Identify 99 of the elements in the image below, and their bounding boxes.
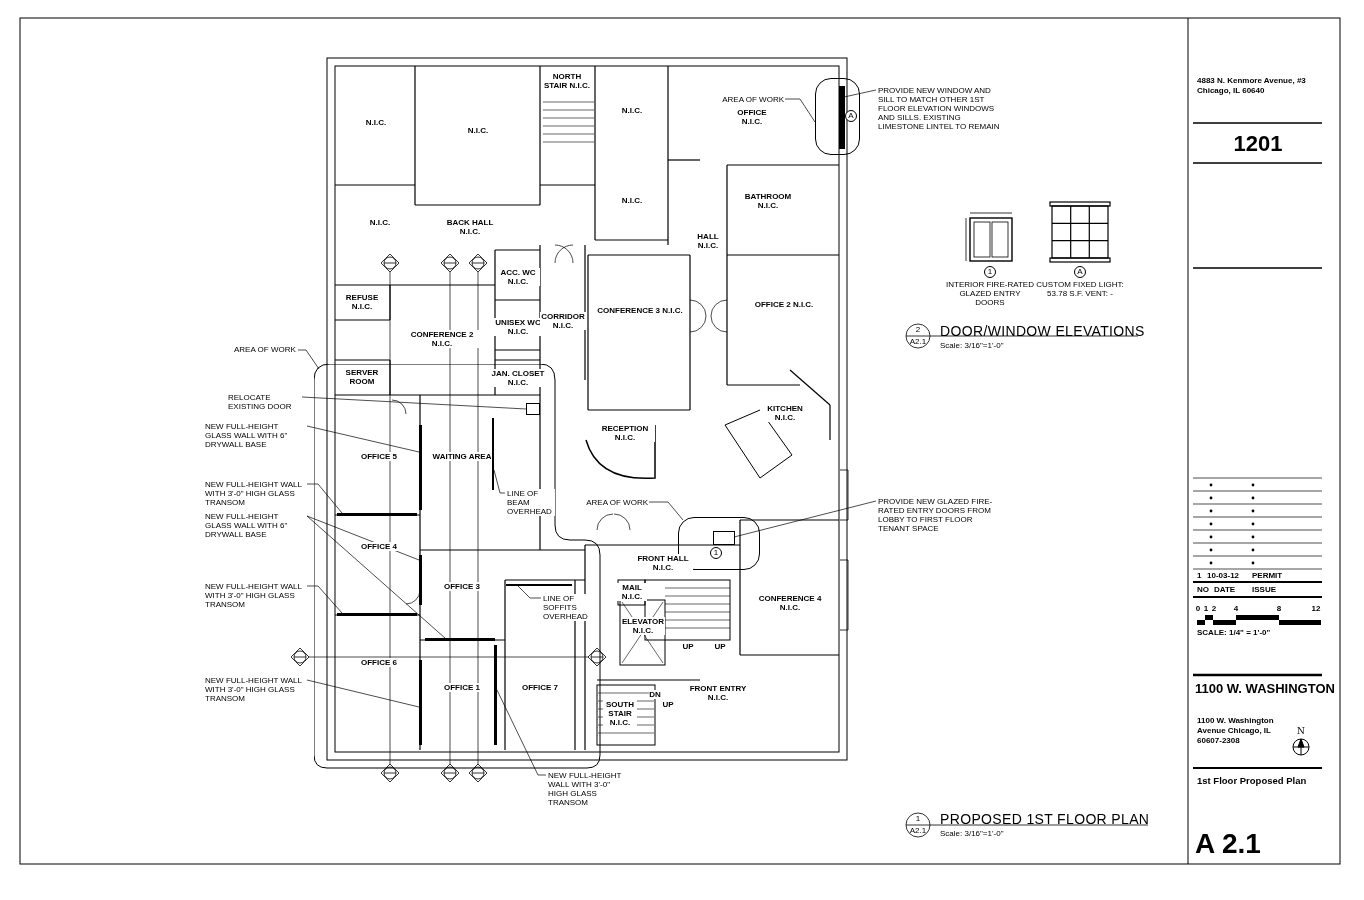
callout-note: RELOCATE EXISTING DOOR: [228, 393, 300, 411]
room-label: NORTH STAIR N.I.C.: [542, 72, 592, 90]
leader-line: [306, 425, 420, 453]
wall-segment: [419, 660, 422, 745]
drawing-title: PROPOSED 1ST FLOOR PLAN: [940, 812, 1150, 826]
wall-segment: [425, 638, 495, 641]
room-label: FRONT ENTRY N.I.C.: [688, 684, 748, 702]
window-symbol: [839, 86, 845, 149]
callout-note: NEW FULL-HEIGHT WALL WITH 3'-0" HIGH GLASS TRANSOM: [205, 676, 305, 703]
leader-line: [733, 500, 877, 538]
callout-note: AREA OF WORK: [234, 345, 296, 354]
tag-number: 1: [710, 547, 722, 559]
project-number: 1201: [1233, 133, 1283, 155]
room-label: ELEVATOR N.I.C.: [621, 617, 665, 635]
door-symbol: [526, 403, 540, 415]
scale-number: 8: [1276, 605, 1282, 613]
note-text: INTERIOR FIRE-RATED GLAZED ENTRY DOORS: [945, 280, 1035, 307]
room-label: MAIL N.I.C.: [617, 583, 647, 601]
scale-number: 2: [1211, 605, 1217, 613]
marker-text: A2.1: [909, 827, 927, 835]
callout-note: NEW FULL-HEIGHT GLASS WALL WITH 6" DRYWALL BASE: [205, 512, 305, 539]
marker-text: 2: [915, 326, 921, 334]
room-label: OFFICE 6: [361, 658, 397, 667]
marker-text: 1: [915, 815, 921, 823]
callout-note: AREA OF WORK: [586, 498, 648, 507]
room-label: UP: [662, 700, 674, 709]
address-text: 1100 W. Washington Avenue Chicago, IL 60607-2308: [1197, 716, 1275, 746]
table-cell: ISSUE: [1252, 586, 1276, 594]
leader-line: [306, 679, 420, 708]
leader-line: [306, 483, 343, 514]
wall-segment: [337, 513, 417, 516]
leader-line: [496, 689, 547, 776]
room-label: BACK HALL N.I.C.: [445, 218, 495, 236]
leader-line: [515, 583, 542, 599]
leader-line: [648, 501, 684, 521]
wall-segment: [419, 555, 422, 605]
callout-note: PROVIDE NEW WINDOW AND SILL TO MATCH OTHER 1ST FLOOR ELEVATION WINDOWS AND SILLS. EXISTING LIMESTONE LINTEL TO REMAIN: [878, 86, 1003, 131]
sheet-title: 1st Floor Proposed Plan: [1197, 776, 1307, 786]
room-label: CORRIDOR N.I.C.: [540, 312, 586, 330]
sheet-number: A 2.1: [1195, 830, 1261, 858]
north-label: N: [1297, 727, 1305, 736]
room-label: UP: [714, 642, 726, 651]
scale-number: 12: [1311, 605, 1321, 613]
table-cell: 10-03-12: [1207, 572, 1240, 580]
table-cell: PERMIT: [1252, 572, 1283, 580]
wall-segment: [419, 425, 422, 510]
soffit-line: [506, 584, 572, 586]
room-label: JAN. CLOSET N.I.C.: [488, 369, 548, 387]
leader-line: [306, 585, 343, 614]
tag-number: A: [845, 110, 857, 122]
wall-segment: [337, 613, 417, 616]
callout-note: PROVIDE NEW GLAZED FIRE-RATED ENTRY DOORS FROM LOBBY TO FIRST FLOOR TENANT SPACE: [878, 497, 1003, 533]
scale-number: 0: [1195, 605, 1201, 613]
room-label: CONFERENCE 3 N.I.C.: [597, 306, 683, 315]
scale-note: Scale: 3/16"=1'-0": [940, 830, 1004, 838]
room-label: OFFICE 3: [444, 582, 480, 591]
table-cell: NO: [1197, 586, 1209, 594]
tag-number: 1: [984, 266, 996, 278]
callout-note: AREA OF WORK: [722, 95, 784, 104]
scale-note: Scale: 3/16"=1'-0": [940, 342, 1004, 350]
callout-note: NEW FULL-HEIGHT WALL WITH 3'-0" HIGH GLASS TRANSOM: [205, 582, 305, 609]
room-label: DN: [649, 690, 661, 699]
project-title: 1100 W. WASHINGTON: [1195, 682, 1335, 695]
leader-line: [306, 515, 446, 639]
leader-line: [297, 349, 320, 370]
door-symbol: [713, 531, 735, 545]
wall-segment: [494, 645, 497, 745]
address-text: 4883 N. Kenmore Avenue, #3 Chicago, IL 60640: [1197, 76, 1307, 96]
room-label: N.I.C.: [621, 106, 643, 115]
leader-line: [843, 89, 877, 98]
table-cell: SCALE: 1/4" = 1'-0": [1197, 629, 1271, 637]
room-label: OFFICE 5: [361, 452, 397, 461]
leader-line: [493, 469, 506, 494]
scale-number: 1: [1203, 605, 1209, 613]
room-label: N.I.C.: [369, 218, 391, 227]
marker-text: A2.1: [909, 338, 927, 346]
scale-number: 4: [1233, 605, 1239, 613]
table-cell: 1: [1197, 572, 1202, 580]
room-label: WAITING AREA: [432, 452, 492, 461]
callout-note: NEW FULL-HEIGHT WALL WITH 3'-0" HIGH GLASS TRANSOM: [205, 480, 305, 507]
room-label: OFFICE 4: [361, 542, 397, 551]
drawing-title: DOOR/WINDOW ELEVATIONS: [940, 324, 1145, 338]
note-text: CUSTOM FIXED LIGHT: 53.78 S.F. VENT: -: [1035, 280, 1125, 298]
leader-line: [784, 98, 816, 123]
room-label: N.I.C.: [621, 196, 643, 205]
tag-number: A: [1074, 266, 1086, 278]
callout-note: NEW FULL-HEIGHT GLASS WALL WITH 6" DRYWALL BASE: [205, 422, 305, 449]
table-cell: DATE: [1214, 586, 1236, 594]
callout-note: LINE OF BEAM OVERHEAD: [507, 489, 555, 516]
room-label: N.I.C.: [365, 118, 387, 127]
room-label: OFFICE 1: [444, 683, 480, 692]
room-label: OFFICE 7: [522, 683, 558, 692]
beam-line: [492, 418, 494, 490]
room-label: OFFICE 2 N.I.C.: [754, 300, 814, 309]
room-label: N.I.C.: [467, 126, 489, 135]
leader-line: [301, 396, 527, 410]
area-of-work-outline: [815, 78, 860, 155]
room-label: SOUTH STAIR N.I.C.: [603, 700, 637, 727]
room-label: UP: [682, 642, 694, 651]
